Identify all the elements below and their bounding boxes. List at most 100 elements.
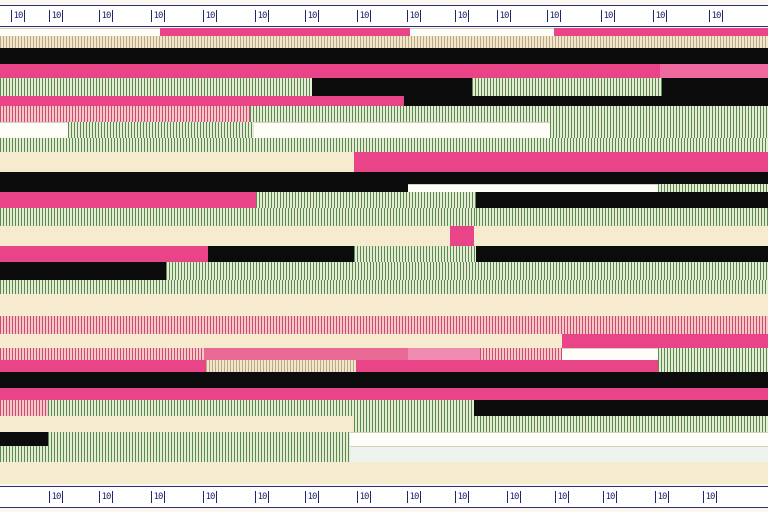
ruler-tick: 10 [494,8,514,24]
band-segment [354,416,768,432]
band-row [0,280,768,294]
band-segment [408,348,480,360]
band-segment [0,294,768,316]
ruler-tick: 10 [504,489,524,505]
band-segment [0,152,354,172]
ruler-tick: 10 [148,8,168,24]
band-segment [68,122,254,138]
band-segment [254,122,550,138]
ruler-tick: 10 [302,8,322,24]
band-segment [0,462,768,484]
ruler-tick: 10 [354,489,374,505]
band-segment [0,122,68,138]
band-segment [480,348,562,360]
ruler-tick: 10 [200,489,220,505]
band-segment [0,446,350,462]
band-segment [354,246,476,262]
ruler-tick: 10 [252,489,272,505]
band-row [0,138,768,152]
striped-band-area [0,28,768,484]
band-segment [0,334,562,348]
bottom-ruler: 10 10 10 10 10 10 10 10 10 10 10 10 10 1… [0,486,768,508]
band-segment [0,48,768,64]
band-segment [476,246,768,262]
band-segment [48,432,350,446]
band-row [0,28,768,36]
ruler-tick: 10 [552,489,572,505]
band-segment [354,152,768,172]
band-segment [658,360,768,372]
ruler-tick: 10 [8,8,28,24]
band-segment [350,432,768,446]
band-segment [160,28,410,36]
band-segment [0,28,160,36]
ruler-tick: 10 [700,489,720,505]
band-segment [0,64,660,78]
band-segment [0,372,768,388]
band-segment [550,122,768,138]
ruler-tick: 10 [452,8,472,24]
band-segment [562,334,768,348]
ruler-tick: 10 [706,8,726,24]
band-segment [0,138,768,152]
band-row [0,462,768,484]
band-row [0,348,768,360]
band-segment [554,28,768,36]
band-segment [562,348,658,360]
band-row [0,388,768,400]
band-segment [0,400,48,416]
ruler-tick: 10 [652,489,672,505]
ruler-tick: 10 [404,8,424,24]
band-row [0,78,768,96]
ruler-tick: 10 [96,8,116,24]
band-segment [476,192,768,208]
ruler-tick: 10 [96,489,116,505]
band-row [0,208,768,226]
ruler-tick: 10 [302,489,322,505]
band-row [0,48,768,64]
ruler-tick: 10 [544,8,564,24]
band-segment [250,106,768,122]
band-segment [0,316,768,334]
ruler-tick: 10 [252,8,272,24]
ruler-tick: 10 [46,8,66,24]
band-segment [660,64,768,78]
band-segment [48,400,474,416]
band-row [0,226,768,246]
ruler-tick: 10 [46,489,66,505]
band-segment [0,226,450,246]
ruler-tick: 10 [354,8,374,24]
band-segment [206,360,356,372]
ruler-tick: 10 [200,8,220,24]
band-segment [356,360,658,372]
band-segment [256,192,476,208]
band-segment [0,416,354,432]
band-segment [474,400,768,416]
ruler-tick: 10 [452,489,472,505]
band-segment [0,96,404,106]
band-segment [0,262,166,280]
band-row [0,96,768,106]
band-segment [350,446,768,462]
band-segment [0,208,476,226]
band-row [0,246,768,262]
band-row [0,122,768,138]
band-row [0,416,768,432]
band-row [0,106,768,122]
band-segment [312,78,472,96]
band-segment [658,348,768,360]
ruler-tick: 10 [598,8,618,24]
band-segment [474,226,768,246]
band-segment [404,96,768,106]
band-row [0,36,768,48]
ruler-tick: 10 [650,8,670,24]
band-row [0,262,768,280]
band-row [0,152,768,172]
band-segment [476,208,768,226]
band-segment [204,348,408,360]
ruler-tick: 10 [148,489,168,505]
band-segment [208,246,354,262]
band-row [0,372,768,388]
band-segment [472,78,662,96]
band-row [0,432,768,446]
